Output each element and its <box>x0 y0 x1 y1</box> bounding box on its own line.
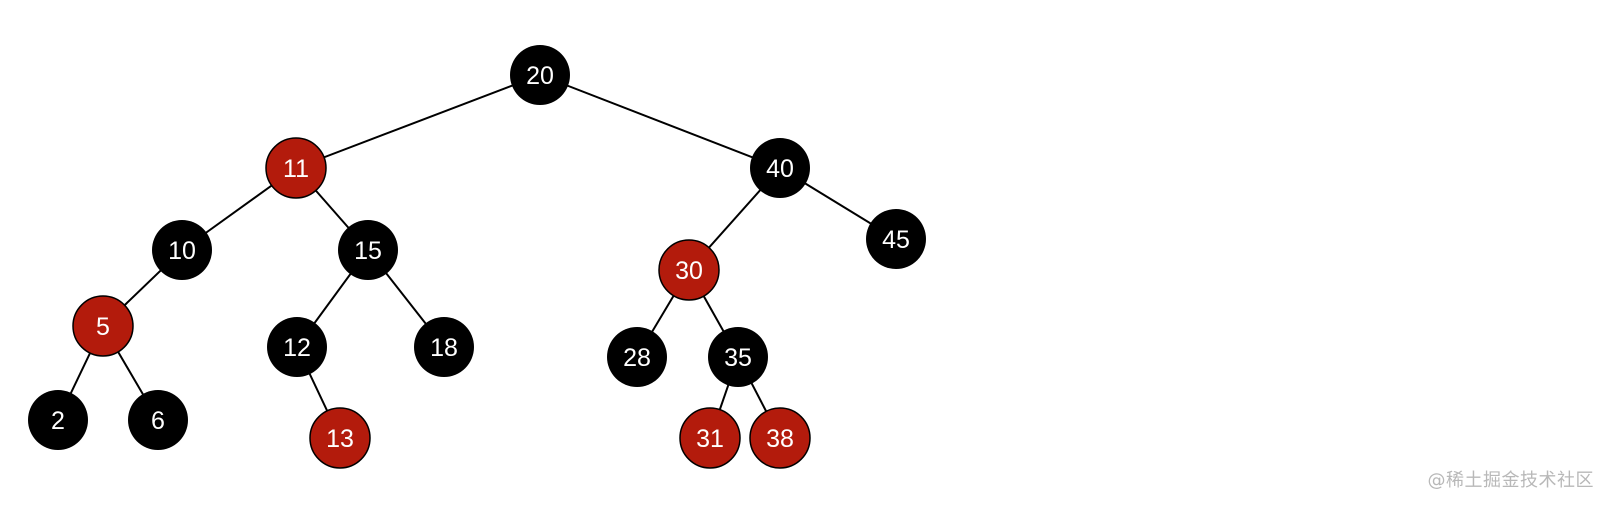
node-circle-black <box>128 390 188 450</box>
node-label: 11 <box>283 155 309 183</box>
tree-node-30: 30 <box>658 239 720 301</box>
node-circle-black <box>152 220 212 280</box>
node-circle-black <box>866 209 926 269</box>
node-label: 40 <box>766 155 794 183</box>
tree-node-12: 12 <box>267 317 327 377</box>
node-label: 20 <box>526 62 554 90</box>
node-circle-black <box>750 138 810 198</box>
tree-node-10: 10 <box>152 220 212 280</box>
watermark-text: @稀土掘金技术社区 <box>1427 470 1594 491</box>
node-circle-black <box>414 317 474 377</box>
node-label: 45 <box>882 226 910 254</box>
tree-node-13: 13 <box>309 407 371 469</box>
tree-node-11: 11 <box>265 137 327 199</box>
node-circle-black <box>607 327 667 387</box>
node-circle-black <box>338 220 398 280</box>
edge-n20-n11 <box>295 74 541 169</box>
node-label: 18 <box>430 334 458 362</box>
tree-nodes: 20 11 40 10 15 30 45 5 12 18 28 35 2 6 13 31 38 <box>28 45 926 469</box>
tree-node-35: 35 <box>708 327 768 387</box>
tree-node-20: 20 <box>510 45 570 105</box>
tree-node-18: 18 <box>414 317 474 377</box>
tree-node-5: 5 <box>72 295 134 357</box>
node-circle-red <box>658 239 720 301</box>
node-label: 10 <box>168 237 196 265</box>
node-circle-black <box>267 317 327 377</box>
node-circle-red <box>679 407 741 469</box>
node-circle-black <box>510 45 570 105</box>
tree-node-40: 40 <box>750 138 810 198</box>
node-circle-red <box>749 407 811 469</box>
tree-node-28: 28 <box>607 327 667 387</box>
tree-node-45: 45 <box>866 209 926 269</box>
node-label: 2 <box>51 407 65 435</box>
tree-node-6: 6 <box>128 390 188 450</box>
edge-n20-n40 <box>539 74 781 169</box>
node-label: 6 <box>151 407 165 435</box>
node-label: 15 <box>354 237 382 265</box>
node-label: 31 <box>696 425 724 453</box>
tree-node-2: 2 <box>28 390 88 450</box>
node-label: 12 <box>283 334 311 362</box>
node-label: 38 <box>766 425 794 453</box>
node-label: 28 <box>623 344 651 372</box>
node-circle-black <box>708 327 768 387</box>
node-label: 35 <box>724 344 752 372</box>
tree-node-38: 38 <box>749 407 811 469</box>
node-circle-red <box>265 137 327 199</box>
node-circle-red <box>309 407 371 469</box>
node-label: 13 <box>326 425 354 453</box>
node-label: 5 <box>96 313 110 341</box>
tree-node-15: 15 <box>338 220 398 280</box>
node-circle-black <box>28 390 88 450</box>
node-circle-red <box>72 295 134 357</box>
tree-node-31: 31 <box>679 407 741 469</box>
node-label: 30 <box>675 257 703 285</box>
